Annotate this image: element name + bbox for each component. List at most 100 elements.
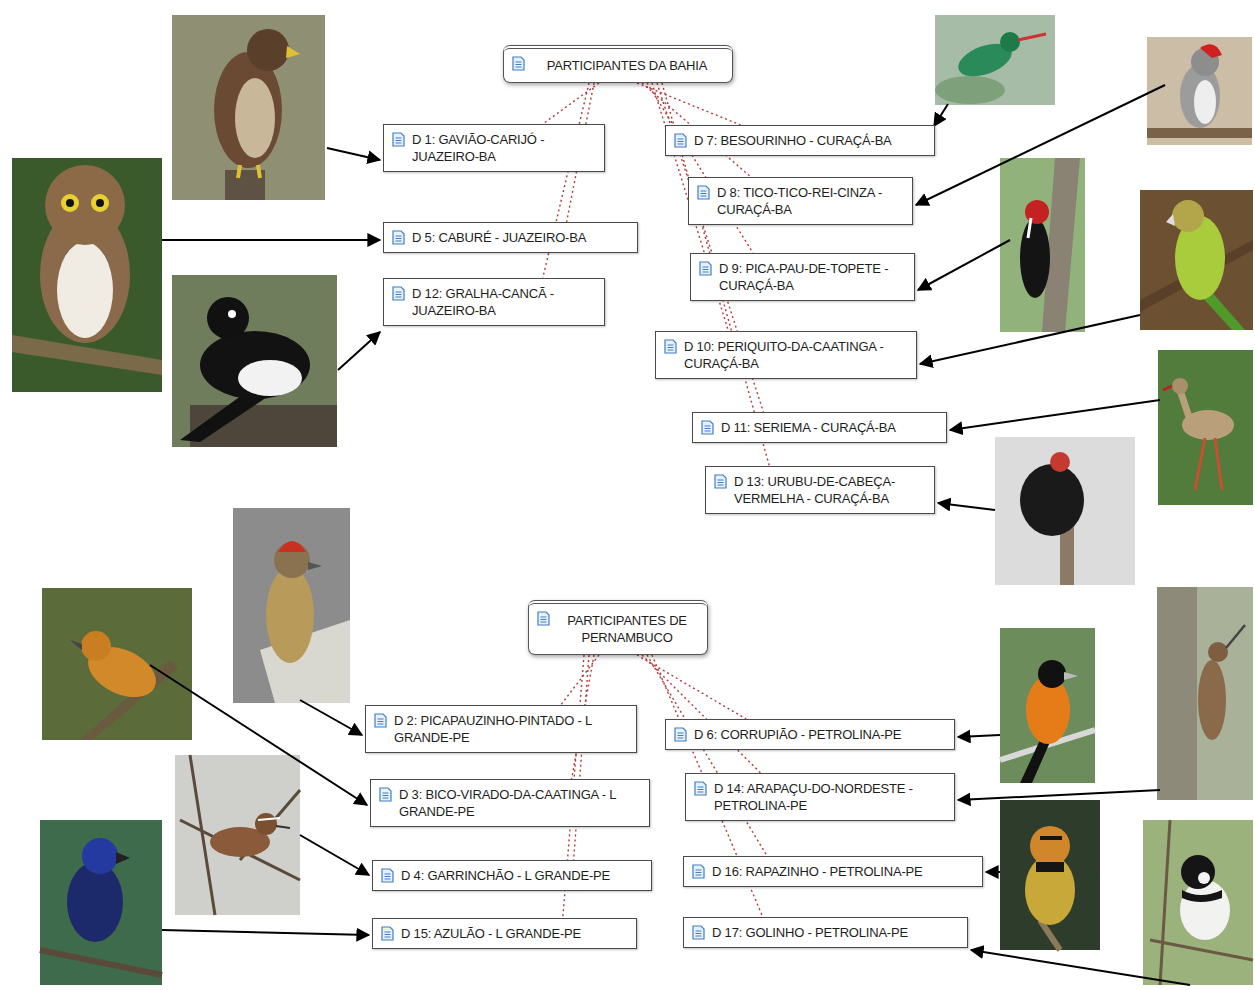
bird-photo xyxy=(1000,158,1085,332)
participant-label: D 13: URUBU-DE-CABEÇA- VERMELHA - CURAÇÁ… xyxy=(734,473,926,507)
bird-pupil xyxy=(66,199,74,207)
photo-bg xyxy=(1147,37,1252,145)
dotted-connector xyxy=(647,655,767,856)
photo-bg xyxy=(175,755,300,915)
photo-bg xyxy=(172,15,325,200)
participant-box: D 4: GARRINCHÃO - L GRANDE-PE xyxy=(372,860,652,891)
participant-label: D 12: GRALHA-CANCÃ - JUAZEIRO-BA xyxy=(412,285,596,319)
bird-body xyxy=(1180,880,1230,940)
bird-head xyxy=(1000,32,1020,52)
bird-photo xyxy=(1140,190,1253,330)
bird-head xyxy=(1038,660,1066,688)
group-header: PARTICIPANTES DE PERNAMBUCO xyxy=(528,600,708,655)
bird-head xyxy=(1050,452,1070,472)
bird-head xyxy=(82,838,118,874)
bird-tail xyxy=(1020,740,1050,783)
document-icon xyxy=(537,611,550,626)
participant-box: D 1: GAVIÃO-CARIJÓ - JUAZEIRO-BA xyxy=(383,124,605,172)
bird-mask xyxy=(1040,836,1062,840)
bird-beak xyxy=(1166,214,1175,226)
participant-box: D 11: SERIEMA - CURAÇÁ-BA xyxy=(692,412,947,443)
photo-bg xyxy=(995,437,1135,585)
participant-box: D 14: ARAPAÇU-DO-NORDESTE - PETROLINA-PE xyxy=(685,773,955,821)
participant-box: D 7: BESOURINHO - CURAÇÁ-BA xyxy=(665,125,935,156)
bird-photo xyxy=(1000,800,1100,950)
bird-beak xyxy=(286,46,300,58)
participant-box: D 6: CORRUPIÃO - PETROLINA-PE xyxy=(665,719,955,750)
participant-label: D 7: BESOURINHO - CURAÇÁ-BA xyxy=(694,132,926,149)
participant-box: D 8: TICO-TICO-REI-CINZA - CURAÇÁ-BA xyxy=(688,177,913,225)
photo-bg xyxy=(1143,820,1253,985)
participant-label: D 5: CABURÉ - JUAZEIRO-BA xyxy=(412,229,629,246)
leader-arrow xyxy=(150,665,367,805)
document-icon xyxy=(512,56,525,71)
leader-arrow xyxy=(958,735,1000,737)
photo-bg xyxy=(1000,158,1085,332)
bird-crest xyxy=(1200,44,1222,58)
participant-box: D 17: GOLINHO - PETROLINA-PE xyxy=(683,917,968,948)
bird-head xyxy=(247,29,289,71)
bird-photo xyxy=(12,158,162,392)
participant-label: D 10: PERIQUITO-DA-CAATINGA - CURAÇÁ-BA xyxy=(684,338,908,372)
bird-beak xyxy=(1163,386,1172,390)
dotted-connector xyxy=(647,83,753,253)
leader-arrow xyxy=(986,871,1000,873)
group-header: PARTICIPANTES DA BAHIA xyxy=(503,45,733,83)
bird-patch xyxy=(1198,872,1210,884)
leader-arrow xyxy=(950,400,1160,430)
participant-label: D 1: GAVIÃO-CARIJÓ - JUAZEIRO-BA xyxy=(412,131,596,165)
bird-head xyxy=(1030,826,1070,866)
bird-band xyxy=(1036,862,1064,872)
photo-bg xyxy=(42,588,192,740)
bird-beak xyxy=(308,562,322,570)
leader-arrow xyxy=(971,950,1190,985)
participant-label: D 6: CORRUPIÃO - PETROLINA-PE xyxy=(694,726,946,743)
leader-arrow xyxy=(338,332,380,370)
document-icon xyxy=(674,133,687,148)
photo-bg xyxy=(233,508,350,703)
bird-beak xyxy=(116,852,130,864)
bird-body xyxy=(1198,660,1226,740)
document-icon xyxy=(392,230,405,245)
bird-head xyxy=(1172,200,1204,232)
header-label: PARTICIPANTES DE PERNAMBUCO xyxy=(557,612,697,646)
bird-head xyxy=(1208,642,1228,662)
bird-belly xyxy=(57,242,113,338)
bird-photo xyxy=(172,15,325,200)
bird-beak xyxy=(70,640,82,650)
document-icon xyxy=(692,925,705,940)
bird-photo xyxy=(172,275,337,447)
document-icon xyxy=(699,261,712,276)
participant-label: D 16: RAPAZINHO - PETROLINA-PE xyxy=(712,863,974,880)
document-icon xyxy=(392,132,405,147)
bird-photo xyxy=(175,755,300,915)
bird-photo xyxy=(935,15,1055,105)
leaf xyxy=(935,76,1005,104)
photo-bg xyxy=(172,275,337,447)
photo-bg xyxy=(1000,628,1095,783)
document-icon xyxy=(381,868,394,883)
bird-head xyxy=(255,813,277,835)
document-icon xyxy=(381,926,394,941)
leader-arrow xyxy=(300,835,369,875)
bird-beak xyxy=(1226,625,1245,648)
bird-belly xyxy=(235,78,275,158)
bird-photo xyxy=(1000,628,1095,783)
bird-body xyxy=(67,862,123,942)
document-icon xyxy=(379,787,392,802)
bird-body xyxy=(266,567,314,663)
participant-box: D 10: PERIQUITO-DA-CAATINGA - CURAÇÁ-BA xyxy=(655,331,917,379)
document-icon xyxy=(697,185,710,200)
participant-box: D 3: BICO-VIRADO-DA-CAATINGA - L GRANDE-… xyxy=(370,779,650,827)
participant-label: D 14: ARAPAÇU-DO-NORDESTE - PETROLINA-PE xyxy=(714,780,946,814)
bird-cap xyxy=(278,541,306,552)
bird-belly xyxy=(1194,80,1216,124)
document-icon xyxy=(374,713,387,728)
bird-eye xyxy=(61,194,79,212)
bird-photo xyxy=(42,588,192,740)
participant-label: D 17: GOLINHO - PETROLINA-PE xyxy=(712,924,959,941)
dotted-connector xyxy=(561,655,599,705)
bird-legs xyxy=(238,165,260,178)
document-icon xyxy=(392,286,405,301)
